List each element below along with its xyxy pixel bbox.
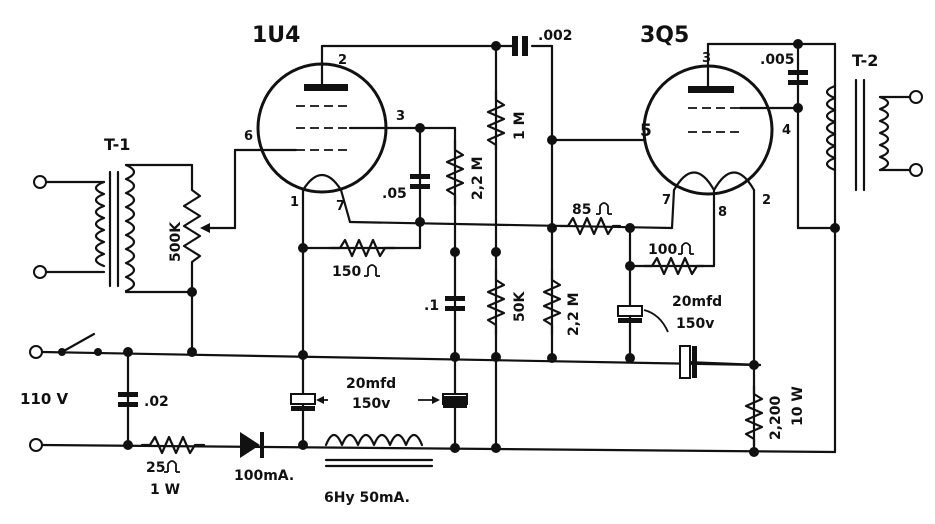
tube2-pin4: 4 [782,123,791,138]
tube1-pin3: 3 [396,109,405,124]
res1m-value: 1 M [512,111,528,140]
cap20mfd-a-line1: 20mfd [672,294,722,310]
cap01-value: .1 [424,298,439,314]
res100-value: 100 [648,242,677,258]
res2200-value: 2,200 [768,395,784,440]
ohm-icon [596,202,612,215]
capacitor-005 [788,70,808,85]
cap002-value: .002 [538,28,573,44]
cap20mfd-a-line2: 150v [676,316,714,332]
transformer-t1 [94,163,136,293]
choke [324,433,434,468]
tube1-pin6: 6 [244,129,253,144]
t2-label: T-2 [852,51,878,70]
res25-value: 25 [146,460,165,476]
tube2-pin3: 3 [702,51,711,66]
resistor-85 [558,216,622,236]
choke-value: 6Hy 50mA. [324,490,410,506]
capacitor-20mfd-cathode [617,305,697,379]
cap005-value: .005 [760,52,795,68]
mains-label: 110 V [20,390,69,408]
power-switch [58,332,102,356]
tube2-name: 3Q5 [640,23,689,48]
cap02-value: .02 [144,394,169,410]
diode-value: 100mA. [234,468,294,484]
cap20mfd-b-line1: 20mfd [346,376,396,392]
tube2-pin7: 7 [662,193,671,208]
tube2-pin8: 8 [718,205,727,220]
pot-value: 500K [168,221,184,262]
ohm-icon [164,460,180,473]
res2200-wattage: 10 W [790,386,806,426]
resistor-1m [486,88,506,152]
res50k-value: 50K [512,291,528,322]
capacitor-05 [410,174,430,189]
resistor-2200 [744,384,764,448]
res85-value: 85 [572,202,591,218]
tube2-pin2: 2 [762,193,771,208]
terminals [29,90,923,452]
ohm-icon [364,264,380,277]
resistor-22m-grid [542,268,562,337]
res22m-b-value: 2,2 M [566,292,582,336]
res25-wattage: 1 W [150,482,180,498]
potentiometer-500k [182,163,237,294]
capacitor-002 [494,36,528,56]
capacitor-01 [445,296,465,311]
res22m-a-value: 2,2 M [470,156,486,200]
capacitor-002-line [118,392,138,407]
cap05-value: .05 [382,186,407,202]
res150-value: 150 [332,264,361,280]
capacitor-20mfd-filter [290,393,468,411]
ohm-icon [678,242,694,255]
resistor-22m-screen [445,138,465,207]
diode [240,432,264,458]
tube1-pin7: 7 [336,199,345,214]
tube1-pin2: 2 [338,53,347,68]
resistor-150 [328,238,397,258]
resistor-100 [642,256,706,276]
tube2-pin5: 5 [640,121,652,141]
resistor-25 [140,435,206,455]
tube1-name: 1U4 [252,23,300,48]
cap20mfd-b-line2: 150v [352,396,390,412]
tube1-pin1: 1 [290,195,299,210]
transformer-t2 [825,78,898,192]
junctions [123,39,840,457]
t1-label: T-1 [104,135,130,154]
resistor-50k [486,268,506,337]
